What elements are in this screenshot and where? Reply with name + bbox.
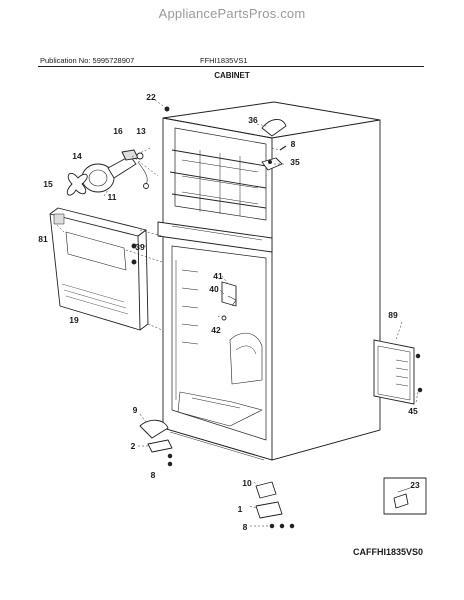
watermark: AppliancePartsPros.com xyxy=(158,6,306,21)
drawing-code: CAFFHI1835VS0 xyxy=(353,547,424,557)
section-title: CABINET xyxy=(214,71,250,80)
evaporator-fan-assembly xyxy=(66,149,149,196)
callout-19: 19 xyxy=(69,315,79,325)
callout-2: 2 xyxy=(130,441,136,451)
callout-11: 11 xyxy=(107,192,117,202)
callout-15: 15 xyxy=(43,179,53,189)
inset-detail-box xyxy=(383,477,427,515)
callout-13: 13 xyxy=(136,126,146,136)
callout-8-bottom-right: 8 xyxy=(242,522,248,532)
callout-41: 41 xyxy=(213,271,223,281)
cabinet-shell xyxy=(157,101,381,461)
callout-22: 22 xyxy=(146,92,156,102)
callout-8: 8 xyxy=(290,139,296,149)
callout-45: 45 xyxy=(408,406,418,416)
callout-42: 42 xyxy=(211,325,221,335)
callout-81: 81 xyxy=(38,234,48,244)
callout-10: 10 xyxy=(242,478,252,488)
evaporator-cover xyxy=(49,207,149,331)
callout-35: 35 xyxy=(290,157,300,167)
callout-9: 9 xyxy=(132,405,138,415)
callout-39: 39 xyxy=(135,242,145,252)
callout-40: 40 xyxy=(209,284,219,294)
callout-8-bottom-left: 8 xyxy=(150,470,156,480)
callout-23: 23 xyxy=(410,480,420,490)
model-number: FFHI1835VS1 xyxy=(200,56,248,65)
callout-89: 89 xyxy=(388,310,398,320)
rear-access-cover xyxy=(373,339,423,405)
callout-1: 1 xyxy=(237,504,243,514)
header-rule xyxy=(38,66,424,67)
callout-14: 14 xyxy=(72,151,82,161)
callout-16: 16 xyxy=(113,126,123,136)
leader-lines xyxy=(55,99,419,527)
hardware-parts xyxy=(139,106,295,529)
publication-number: Publication No: 5995728907 xyxy=(40,56,135,65)
callout-36: 36 xyxy=(248,115,258,125)
